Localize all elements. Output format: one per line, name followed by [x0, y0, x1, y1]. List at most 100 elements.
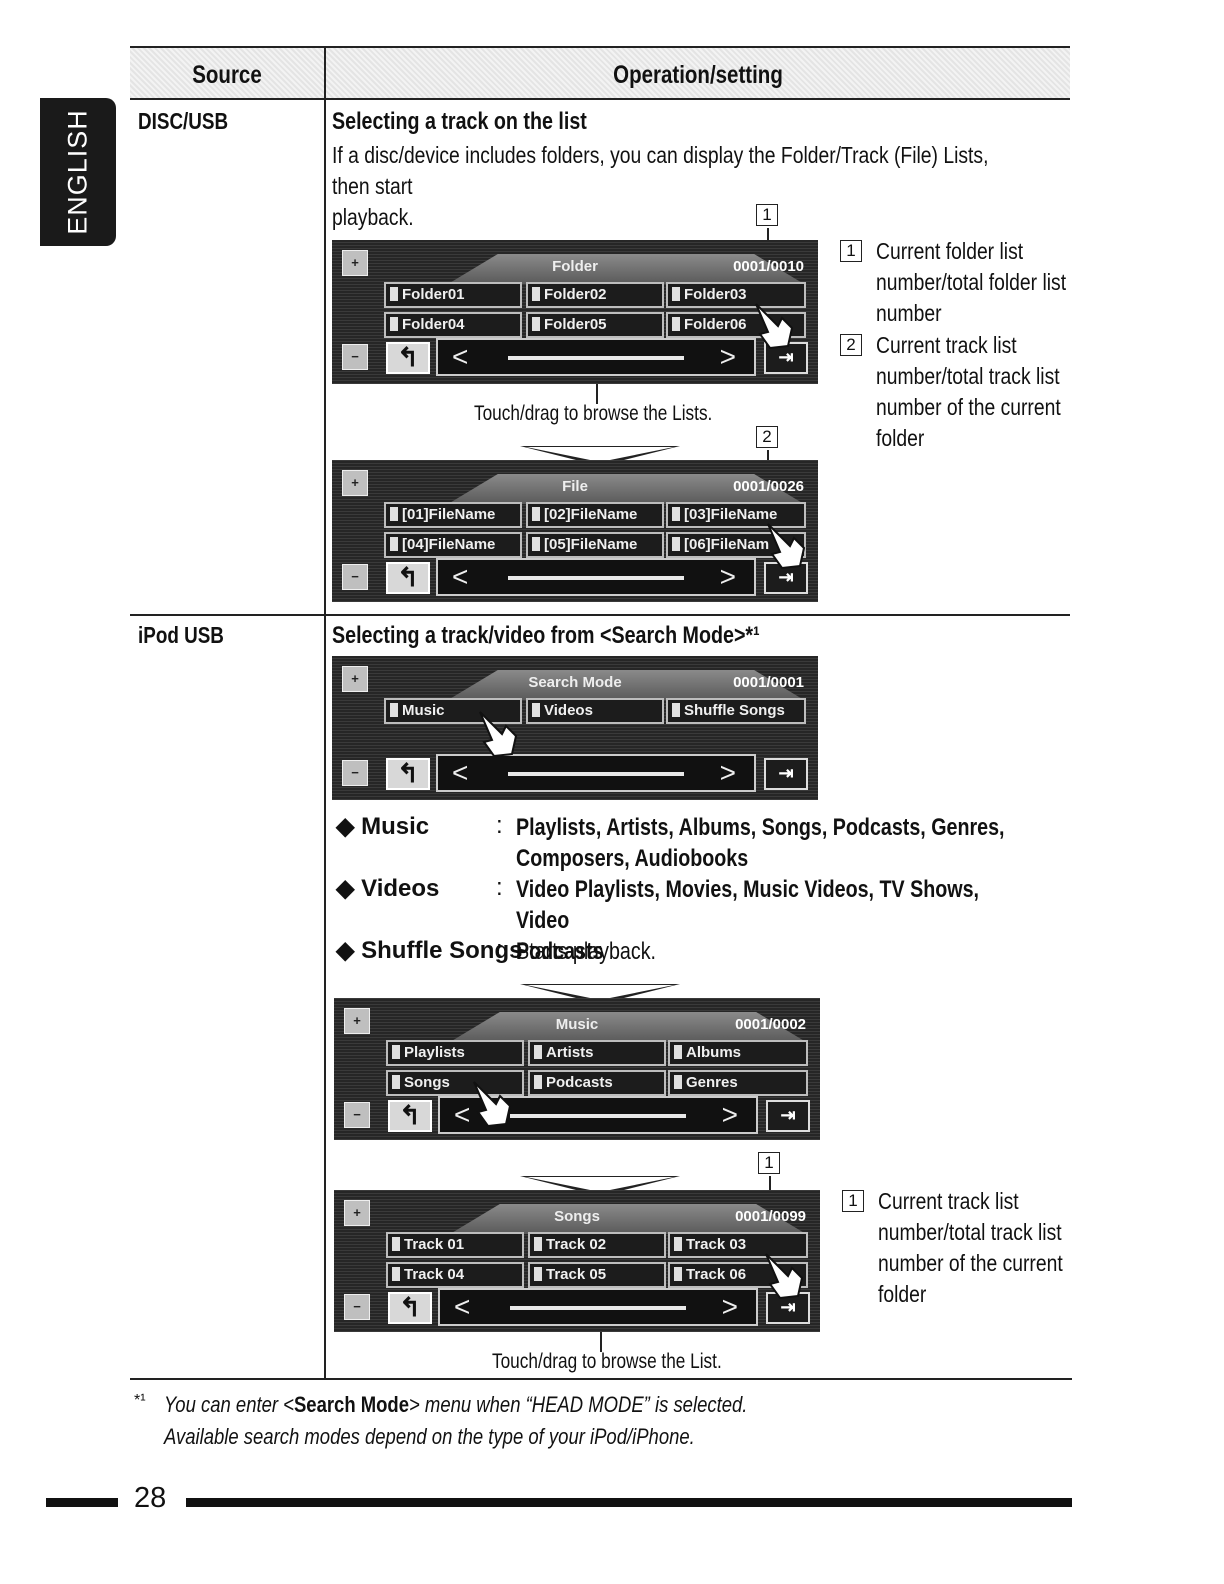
search-screen-title: Search Mode: [528, 674, 622, 691]
touch-hand-icon: [767, 523, 806, 570]
list-item[interactable]: Track 03: [668, 1232, 808, 1258]
list-item[interactable]: Track 05: [528, 1262, 666, 1288]
list-item[interactable]: Albums: [668, 1040, 808, 1066]
source-disc-usb: DISC/USB: [138, 108, 229, 134]
language-tab: ENGLISH: [40, 98, 116, 246]
songs-screen-count: 0001/0099: [735, 1208, 806, 1225]
callout-1-songs-description: 1 Current track list number/total track …: [842, 1188, 1098, 1310]
list-item[interactable]: [02]FileName: [526, 502, 664, 528]
file-list-screen: File 0001/0026 + [01]FileName [02]FileNa…: [332, 460, 818, 602]
callout-line: [769, 1176, 771, 1200]
caption-line: [600, 1332, 602, 1352]
list-item[interactable]: Songs: [386, 1070, 524, 1096]
language-label: ENGLISH: [62, 109, 93, 235]
option-videos-value: Video Playlists, Movies, Music Videos, T…: [516, 876, 980, 965]
option-shuffle-value: Starts playback.: [516, 938, 657, 965]
folder-list-screen: Folder 0001/0010 + Folder01 Folder02 Fol…: [332, 240, 818, 384]
option-music: ◆ Music: [336, 813, 430, 840]
list-item[interactable]: Artists: [528, 1040, 666, 1066]
zoom-in-button[interactable]: +: [344, 1008, 370, 1034]
zoom-in-button[interactable]: +: [342, 250, 368, 276]
list-item[interactable]: Videos: [526, 698, 664, 724]
back-button[interactable]: ↰: [388, 1292, 432, 1324]
disc-usb-body: If a disc/device includes folders, you c…: [332, 142, 989, 230]
touch-hand-icon: [479, 711, 518, 758]
callout-marker-1-folder: 1: [756, 204, 778, 226]
exit-button[interactable]: ⇥: [766, 1100, 810, 1132]
source-ipod-usb: iPod USB: [138, 622, 224, 648]
exit-button[interactable]: ⇥: [764, 758, 808, 790]
list-item[interactable]: Folder04: [384, 312, 522, 338]
list-item[interactable]: Track 02: [528, 1232, 666, 1258]
page-bar-left: [46, 1498, 118, 1507]
zoom-out-button[interactable]: −: [342, 564, 368, 590]
list-item[interactable]: Track 01: [386, 1232, 524, 1258]
zoom-out-button[interactable]: −: [342, 344, 368, 370]
folder-screen-count: 0001/0010: [733, 258, 804, 275]
list-item[interactable]: Playlists: [386, 1040, 524, 1066]
header-operation: Operation/setting: [326, 46, 1070, 100]
list-item[interactable]: Folder05: [526, 312, 664, 338]
touch-hand-icon: [473, 1081, 512, 1128]
browse-slider[interactable]: <>: [436, 558, 756, 596]
list-item[interactable]: Folder03: [666, 282, 806, 308]
music-screen-title: Music: [555, 1016, 599, 1033]
option-colon: :: [496, 812, 503, 839]
back-button[interactable]: ↰: [388, 1100, 432, 1132]
browse-caption-ipod: Touch/drag to browse the List.: [492, 1350, 722, 1373]
callout-marker-1-songs: 1: [758, 1152, 780, 1174]
back-button[interactable]: ↰: [386, 562, 430, 594]
footnote-line2: Available search modes depend on the typ…: [164, 1424, 695, 1449]
zoom-in-button[interactable]: +: [342, 470, 368, 496]
list-item[interactable]: [03]FileName: [666, 502, 806, 528]
folder-screen-title: Folder: [552, 258, 598, 275]
zoom-out-button[interactable]: −: [344, 1294, 370, 1320]
footnote-line1: You can enter <Search Mode> menu when “H…: [164, 1392, 748, 1417]
list-item[interactable]: Shuffle Songs: [666, 698, 806, 724]
file-screen-title: File: [562, 478, 588, 495]
row-divider: [130, 614, 1070, 616]
option-colon: :: [496, 874, 503, 901]
search-screen-count: 0001/0001: [733, 674, 804, 691]
table-column-divider: [324, 46, 326, 1380]
file-screen-count: 0001/0026: [733, 478, 804, 495]
browse-slider[interactable]: <>: [436, 754, 756, 792]
list-item[interactable]: [05]FileName: [526, 532, 664, 558]
list-item[interactable]: Folder01: [384, 282, 522, 308]
zoom-in-button[interactable]: +: [344, 1200, 370, 1226]
footnote-marker: *¹: [134, 1392, 146, 1409]
music-category-screen: Music 0001/0002 + Playlists Artists Albu…: [334, 998, 820, 1140]
browse-slider[interactable]: <>: [438, 1288, 758, 1326]
zoom-out-button[interactable]: −: [342, 760, 368, 786]
list-item[interactable]: Genres: [668, 1070, 808, 1096]
back-button[interactable]: ↰: [386, 342, 430, 374]
callout-marker-2-file: 2: [756, 426, 778, 448]
page-bar-right: [186, 1498, 1072, 1507]
touch-hand-icon: [765, 1253, 804, 1300]
option-colon: :: [496, 936, 503, 963]
search-mode-screen: Search Mode 0001/0001 + Music Videos Shu…: [332, 656, 818, 800]
disc-usb-title: Selecting a track on the list: [332, 108, 587, 135]
list-item[interactable]: [04]FileName: [384, 532, 522, 558]
list-item[interactable]: Podcasts: [528, 1070, 666, 1096]
browse-caption: Touch/drag to browse the Lists.: [474, 402, 713, 425]
caption-line: [596, 384, 598, 404]
option-music-value: Playlists, Artists, Albums, Songs, Podca…: [516, 814, 1005, 872]
songs-list-screen: Songs 0001/0099 + Track 01 Track 02 Trac…: [334, 1190, 820, 1332]
list-item[interactable]: Track 04: [386, 1262, 524, 1288]
option-shuffle-songs: ◆ Shuffle Songs: [336, 937, 523, 964]
callout-2-description: 2 Current track list number/total track …: [840, 332, 1096, 454]
list-item[interactable]: Music: [384, 698, 522, 724]
page-number: 28: [134, 1482, 167, 1514]
list-item[interactable]: Folder02: [526, 282, 664, 308]
back-button[interactable]: ↰: [386, 758, 430, 790]
option-videos: ◆ Videos: [336, 875, 440, 902]
ipod-usb-title: Selecting a track/video from <Search Mod…: [332, 622, 760, 649]
table-bottom-rule: [130, 1378, 1072, 1380]
zoom-out-button[interactable]: −: [344, 1102, 370, 1128]
touch-hand-icon: [755, 303, 794, 350]
callout-1-description: 1 Current folder list number/total folde…: [840, 238, 1102, 329]
zoom-in-button[interactable]: +: [342, 666, 368, 692]
browse-slider[interactable]: <>: [436, 338, 756, 376]
list-item[interactable]: [01]FileName: [384, 502, 522, 528]
